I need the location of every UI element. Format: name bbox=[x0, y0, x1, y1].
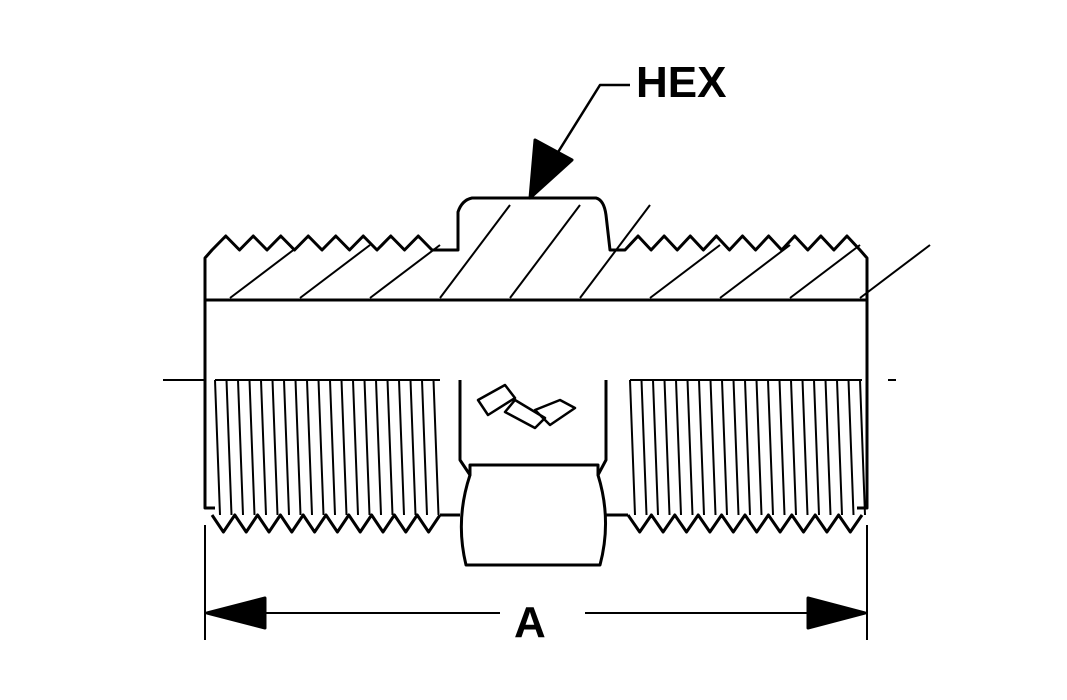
thread-lines bbox=[214, 379, 866, 516]
upper-section-outline bbox=[203, 196, 869, 300]
hatch-line bbox=[509, 204, 581, 299]
hex-flat-lower bbox=[459, 474, 607, 567]
hatch-line bbox=[299, 244, 371, 299]
lower-thread-right bbox=[626, 513, 864, 534]
arrow-left-icon bbox=[205, 596, 267, 630]
hex-leader-line bbox=[548, 83, 630, 166]
left-end bbox=[203, 300, 215, 510]
hex-label: HEX bbox=[636, 58, 727, 107]
section-symbol bbox=[476, 383, 577, 430]
hatch-line bbox=[439, 204, 511, 299]
hatch-line bbox=[229, 244, 301, 299]
hatch-line bbox=[789, 244, 861, 299]
hatch-line bbox=[369, 244, 441, 299]
hatch-line bbox=[649, 244, 721, 299]
arrow-right-icon bbox=[806, 596, 867, 630]
lower-thread-left bbox=[210, 513, 442, 534]
right-end bbox=[857, 300, 869, 510]
hatch-line bbox=[859, 244, 931, 299]
dimension-a-label: A bbox=[514, 598, 546, 647]
hatch-line bbox=[579, 204, 651, 299]
extension-lines bbox=[204, 525, 868, 640]
hex-leader-arrow-icon bbox=[528, 138, 574, 200]
hatch-line bbox=[719, 244, 791, 299]
hex-flat-upper bbox=[458, 380, 608, 477]
